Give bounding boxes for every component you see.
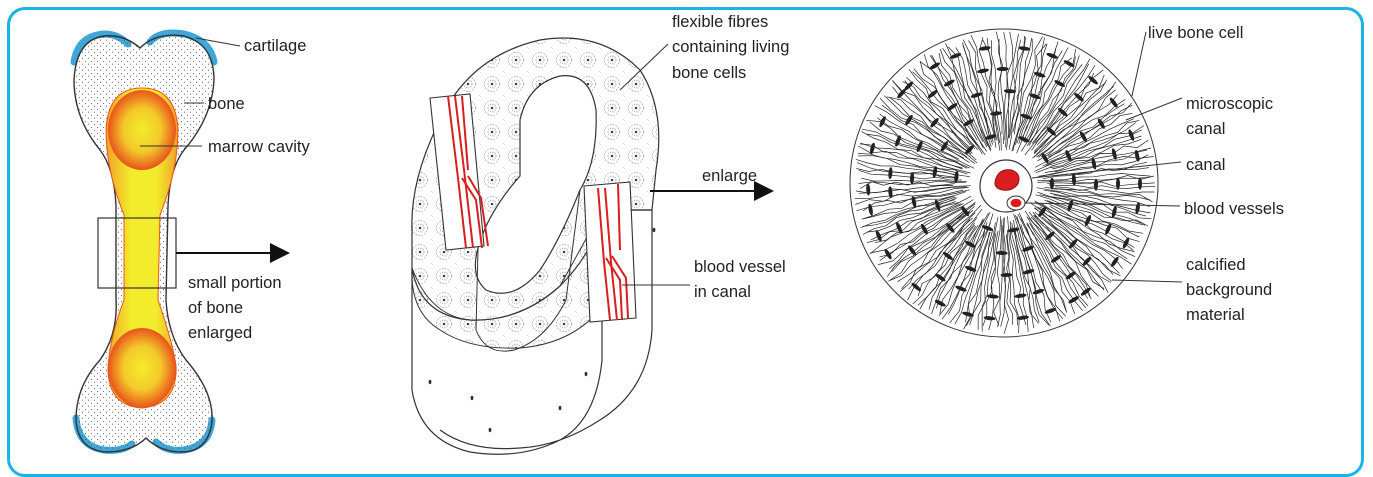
label-blood-vessel-2: in canal (694, 283, 751, 301)
label-flexible-3: bone cells (672, 64, 746, 82)
label-live-bone-cell: live bone cell (1148, 24, 1243, 42)
label-cartilage: cartilage (244, 37, 306, 55)
label-calcified-3: material (1186, 306, 1245, 324)
marrow-bottom-glow (108, 328, 176, 408)
osteon-cross-section (850, 29, 1182, 337)
central-blood-vessel-small-fill (1011, 199, 1022, 207)
bone-structure-diagram: cartilage bone marrow cavity small porti… (0, 0, 1373, 466)
label-small-portion-1: small portion (188, 274, 282, 292)
label-marrow-cavity: marrow cavity (208, 138, 311, 156)
label-enlarge: enlarge (702, 167, 757, 185)
label-calcified-1: calcified (1186, 256, 1246, 274)
label-blood-vessel-1: blood vessel (694, 258, 786, 276)
label-small-portion-2: of bone (188, 299, 243, 317)
label-blood-vessels: blood vessels (1184, 200, 1284, 218)
label-flexible-2: containing living (672, 38, 789, 56)
label-calcified-2: background (1186, 281, 1272, 299)
label-flexible-1: flexible fibres (672, 13, 768, 31)
label-small-portion-3: enlarged (188, 324, 252, 342)
label-microscopic-1: microscopic (1186, 95, 1273, 113)
bone-section-block (412, 38, 772, 454)
live-bone-cell-leader (1132, 32, 1146, 96)
marrow-top-glow (108, 90, 176, 170)
long-bone (74, 33, 288, 452)
label-bone: bone (208, 95, 245, 113)
label-microscopic-2: canal (1186, 120, 1225, 138)
label-canal: canal (1186, 156, 1225, 174)
